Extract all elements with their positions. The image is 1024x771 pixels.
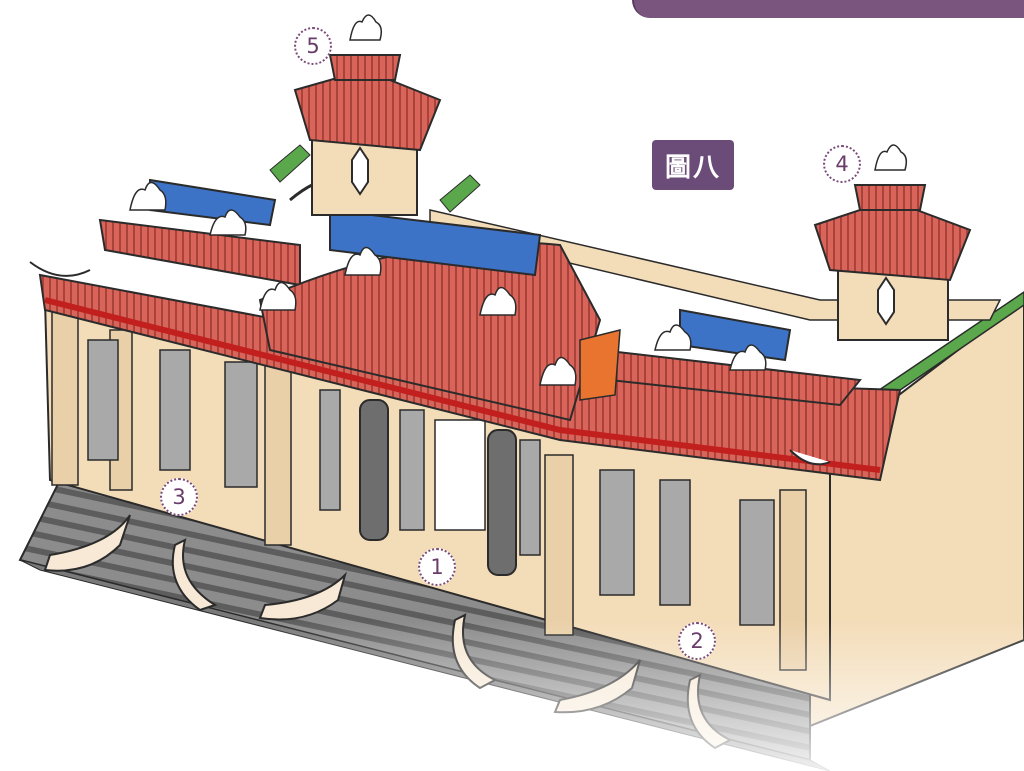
bottom-fade: [0, 620, 1024, 771]
marker-5: 5: [294, 27, 332, 65]
marker-1: 1: [418, 548, 456, 586]
figure-label: 圖八: [652, 140, 734, 190]
marker-3: 3: [160, 478, 198, 516]
marker-2: 2: [678, 622, 716, 660]
marker-4: 4: [823, 145, 861, 183]
